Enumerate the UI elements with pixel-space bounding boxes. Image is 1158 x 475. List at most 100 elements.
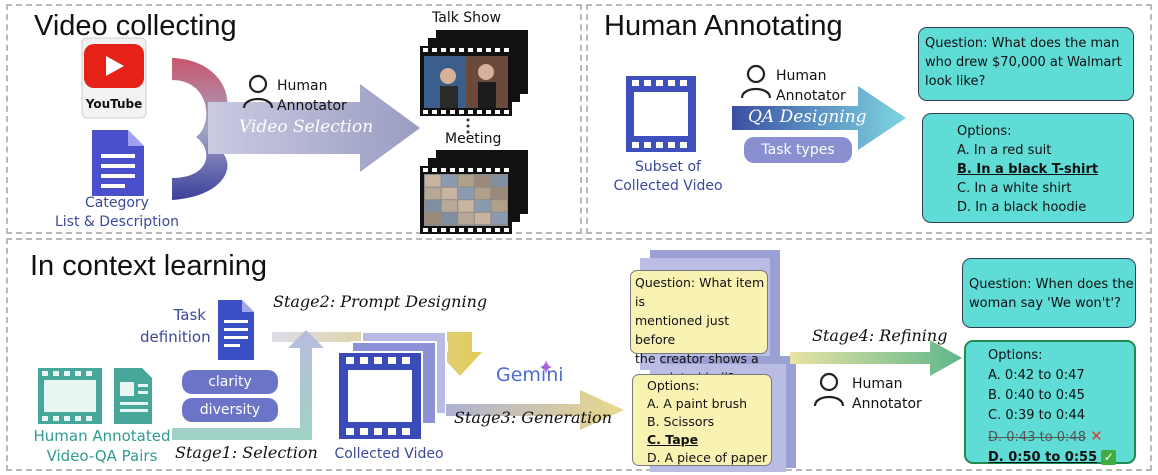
ref-question-2: woman say 'We won't'?	[969, 296, 1121, 311]
meeting-label: Meeting	[445, 131, 502, 147]
human-label-2b: Annotator	[776, 88, 846, 104]
human-annotator-label-3: Human Annotator	[852, 374, 922, 414]
film-sprocket-hole	[441, 228, 446, 232]
film-sprocket-hole	[468, 48, 473, 52]
human-annotator-icon-2	[740, 64, 772, 99]
film-sprocket-hole	[468, 110, 473, 114]
meeting-participant-tile	[474, 200, 491, 212]
meeting-participant-tile	[441, 200, 458, 212]
question-line-1: Question: What does the man	[925, 36, 1120, 51]
clarity-pill: clarity	[182, 370, 278, 394]
in-context-learning-panel	[6, 238, 1152, 471]
stage1-arrow	[172, 330, 324, 440]
gen-option-c-correct: C. Tape	[647, 432, 699, 447]
film-sprocket-hole	[468, 168, 473, 172]
human-qa-2: Video-QA Pairs	[46, 447, 158, 465]
film-sprocket-hole	[504, 110, 509, 114]
ref-option-d-new: D. 0:50 to 0:55	[988, 450, 1098, 465]
meeting-participant-tile	[458, 187, 474, 200]
film-sprocket-hole	[477, 228, 482, 232]
gemini-sparkle	[540, 360, 552, 374]
film-sprocket-hole	[441, 168, 446, 172]
film-sprocket-hole	[432, 110, 437, 114]
gemini-label: Gemini	[496, 364, 564, 386]
meeting-participant-tile	[425, 187, 441, 200]
film-sprocket-hole	[477, 110, 482, 114]
qa-pairs-film-icon	[38, 368, 102, 424]
film-sprocket-hole	[450, 110, 455, 114]
film-sprocket-hole	[486, 228, 491, 232]
task-types-pill: Task types	[744, 137, 852, 163]
qa-pairs-doc-icon	[114, 368, 152, 424]
ref-option-d-old-row: D. 0:43 to 0:48 ✕	[988, 426, 1134, 448]
option-d: D. In a black hoodie	[957, 200, 1087, 215]
ellipsis-dots	[466, 118, 470, 134]
meeting-participant-tile	[425, 200, 441, 212]
funnel-arc	[172, 58, 228, 200]
film-sprocket-hole	[423, 228, 428, 232]
meeting-participant-tile	[491, 187, 507, 200]
film-sprocket-hole	[423, 48, 428, 52]
generated-options-box: Options: A. A paint brush B. Scissors C.…	[632, 374, 772, 466]
film-sprocket-hole	[459, 48, 464, 52]
category-label-1: Category	[85, 195, 149, 211]
meeting-participant-tile	[491, 212, 507, 225]
film-sprocket-hole	[486, 48, 491, 52]
meeting-participant-tile	[441, 175, 458, 187]
ref-options-title: Options:	[988, 348, 1043, 363]
human-annotating-graphics	[626, 64, 906, 152]
ref-option-d-new-row: D. 0:50 to 0:55 ✓	[988, 448, 1134, 468]
wrong-mark-icon: ✕	[1090, 427, 1103, 445]
film-sprocket-hole	[423, 168, 428, 172]
gen-option-b: B. Scissors	[647, 414, 715, 429]
refined-options-box: Options: A. 0:42 to 0:47 B. 0:40 to 0:45…	[964, 340, 1136, 465]
task-definition-doc-icon	[218, 300, 254, 360]
film-sprocket-hole	[459, 168, 464, 172]
document-icon	[92, 130, 144, 196]
film-sprocket-hole	[459, 110, 464, 114]
meeting-participant-tile	[458, 175, 474, 187]
meeting-participant-tile	[441, 187, 458, 200]
meeting-participant-tile	[474, 175, 491, 187]
film-sprocket-hole	[504, 168, 509, 172]
qa-designing-label: QA Designing	[748, 107, 867, 127]
ref-option-a: A. 0:42 to 0:47	[988, 368, 1085, 383]
question-line-3: look like?	[925, 74, 986, 89]
annotation-question-box: Question: What does the man who drew $70…	[918, 27, 1134, 101]
film-sprocket-hole	[441, 48, 446, 52]
human-label-1c: Human	[852, 376, 903, 392]
video-collecting-graphics	[81, 30, 528, 234]
gen-option-d: D. A piece of paper	[647, 450, 768, 465]
talk-show-label: Talk Show	[432, 10, 502, 26]
film-sprocket-hole	[441, 110, 446, 114]
meeting-participant-tile	[491, 175, 507, 187]
stage1-label: Stage1: Selection	[175, 443, 318, 462]
video-selection-arrow	[208, 84, 420, 172]
collected-video-stack-icon	[337, 331, 447, 441]
film-sprockets	[423, 48, 509, 232]
task-def-2: definition	[140, 328, 211, 346]
option-b-correct: B. In a black T-shirt	[957, 162, 1099, 177]
ref-option-b: B. 0:40 to 0:45	[988, 388, 1085, 403]
category-label-2: List & Description	[54, 214, 180, 230]
task-definition-label: Task definition	[140, 304, 211, 348]
annotation-options-box: Options: A. In a red suit B. In a black …	[922, 113, 1134, 223]
film-sprocket-hole	[495, 228, 500, 232]
stage2-label: Stage2: Prompt Designing	[273, 292, 488, 311]
option-c: C. In a white shirt	[957, 181, 1072, 196]
category-label: Category List & Description	[42, 194, 192, 232]
film-sprocket-hole	[477, 48, 482, 52]
gen-question-3: the creator shows a	[635, 351, 759, 366]
film-sprocket-hole	[495, 110, 500, 114]
human-annotator-label: Human Annotator	[277, 76, 347, 116]
options-title: Options:	[957, 124, 1012, 139]
human-label-2c: Annotator	[852, 396, 922, 412]
meeting-participant-tile	[425, 175, 441, 187]
refined-question-box: Question: When does the woman say 'We wo…	[962, 258, 1136, 328]
human-label-1: Human	[277, 78, 328, 94]
meeting-participant-tile	[458, 212, 474, 225]
film-sprocket-hole	[423, 110, 428, 114]
meeting-participant-tile	[441, 212, 458, 225]
film-sprocket-hole	[450, 168, 455, 172]
subset-label-1: Subset of	[635, 159, 701, 175]
